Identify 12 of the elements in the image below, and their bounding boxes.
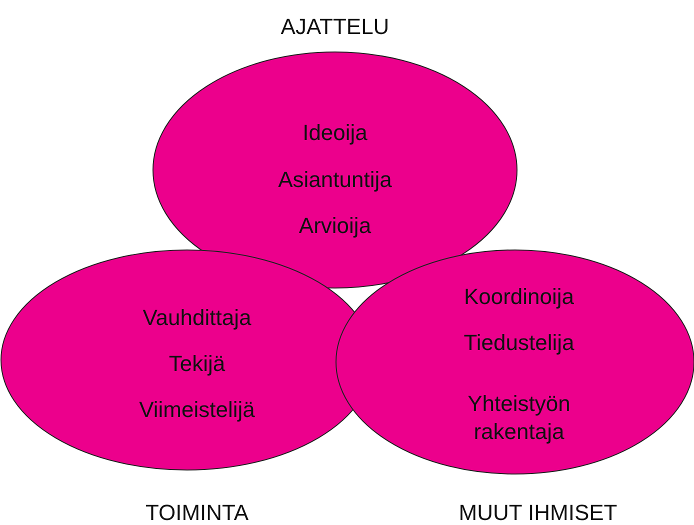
group-heading: MUUT IHMISET: [458, 499, 618, 525]
role-label: Arvioija: [298, 212, 372, 240]
role-label: Asiantuntija: [277, 166, 393, 194]
group-heading: AJATTELU: [280, 13, 390, 41]
role-label: Yhteistyön rakentaja: [466, 390, 572, 446]
role-label: Tekijä: [168, 350, 226, 378]
role-label: Koordinoija: [462, 283, 576, 311]
role-label: Vauhdittaja: [142, 304, 252, 332]
role-label: Viimeistelijä: [138, 396, 256, 424]
role-label: Ideoija: [302, 119, 368, 147]
group-heading: TOIMINTA: [144, 499, 250, 525]
role-label: Tiedustelija: [462, 329, 576, 357]
